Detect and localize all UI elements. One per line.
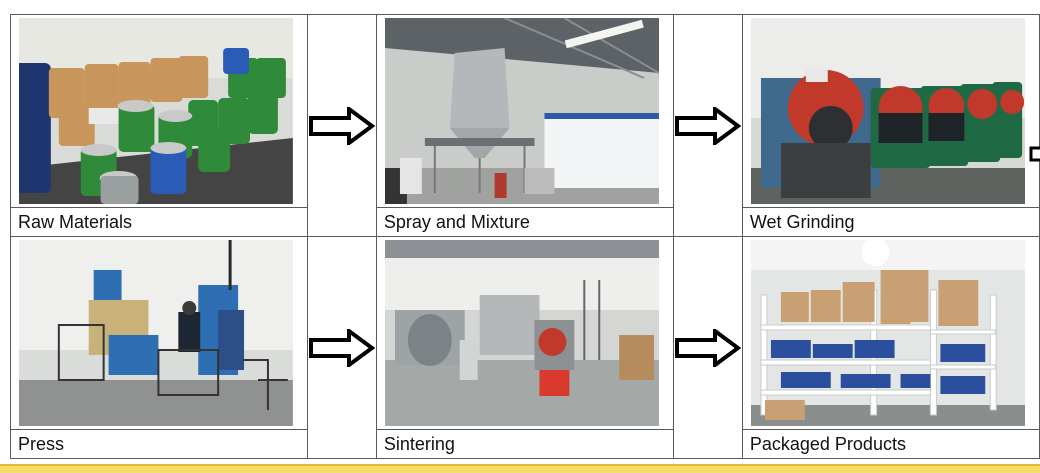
packaged-products-photo — [750, 240, 1025, 426]
step-label-wet-grinding: Wet Grinding — [741, 207, 1040, 237]
wet-grinding-photo — [750, 18, 1025, 204]
step-label-sintering: Sintering — [375, 429, 674, 459]
press-photo-cell — [10, 236, 308, 430]
step-label-raw-materials: Raw Materials — [10, 207, 308, 237]
press-photo — [19, 240, 293, 426]
flow-arrow-cell — [306, 14, 377, 237]
right-arrow-outline-icon — [1029, 140, 1040, 168]
production-process-table: Raw Materials Spray and Mixture Wet Grin… — [10, 14, 1040, 459]
spray-mixture-photo-cell — [375, 14, 674, 208]
spray-mixture-photo — [384, 18, 659, 204]
raw-materials-photo — [19, 18, 293, 204]
raw-materials-photo-cell — [10, 14, 308, 208]
right-arrow-outline-icon — [308, 106, 375, 145]
wet-grinding-photo-cell — [741, 14, 1040, 208]
step-label-press: Press — [10, 429, 308, 459]
packaged-products-photo-cell — [741, 236, 1040, 430]
flow-arrow-cell — [306, 236, 377, 459]
step-label-packaged-products: Packaged Products — [741, 429, 1040, 459]
sintering-photo — [384, 240, 659, 426]
flow-arrow-cell — [672, 236, 743, 459]
footer-bar — [0, 464, 1040, 473]
sintering-photo-cell — [375, 236, 674, 430]
right-arrow-outline-icon — [674, 106, 741, 145]
right-arrow-outline-icon — [308, 328, 375, 367]
flow-arrow-cell — [672, 14, 743, 237]
step-label-spray-mixture: Spray and Mixture — [375, 207, 674, 237]
right-arrow-outline-icon — [674, 328, 741, 367]
